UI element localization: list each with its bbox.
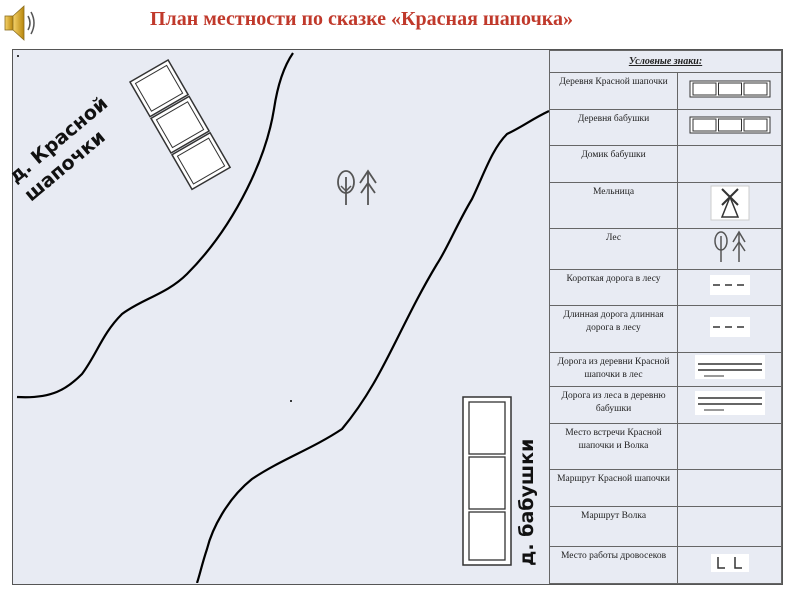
legend-row: Длинная дорога длинная дорога в лесу bbox=[548, 305, 782, 353]
river-right-bank bbox=[195, 110, 549, 583]
forest-icon bbox=[337, 169, 377, 205]
river-left-bank bbox=[16, 52, 294, 399]
legend-panel: Условные знаки: Деревня Красной шапочки … bbox=[548, 49, 783, 585]
legend-row: Дорога из леса в деревню бабушки bbox=[548, 386, 782, 424]
forest-icon bbox=[713, 230, 746, 262]
double-road-icon bbox=[694, 390, 765, 415]
legend-table: Условные знаки: Деревня Красной шапочки … bbox=[548, 49, 782, 584]
legend-row: Домик бабушки bbox=[548, 145, 782, 183]
legend-row: Место встречи Красной шапочки и Волка bbox=[548, 422, 782, 471]
page-title: План местности по сказке «Красная шапочк… bbox=[150, 8, 574, 30]
dashed-road-icon bbox=[709, 275, 750, 296]
mill-icon bbox=[710, 185, 750, 221]
legend-row: Дорога из деревни Красной шапочки в лес bbox=[548, 351, 782, 388]
double-road-icon bbox=[694, 355, 765, 380]
legend-row: Короткая дорога в лесу bbox=[548, 268, 782, 307]
dashed-road-icon bbox=[709, 316, 750, 337]
legend-row: Деревня бабушки bbox=[548, 108, 782, 147]
houses-icon bbox=[689, 80, 771, 98]
village-grandma-houses bbox=[462, 396, 512, 566]
map-area bbox=[12, 49, 551, 585]
legend-row: Маршрут Красной шапочки bbox=[548, 469, 782, 507]
legend-header: Условные знаки: bbox=[549, 49, 782, 74]
legend-row: Маршрут Волка bbox=[548, 505, 782, 548]
village-red-houses bbox=[128, 58, 232, 191]
village-grandma-label: д. бабушки bbox=[516, 438, 538, 566]
legend-row: Деревня Красной шапочки bbox=[548, 72, 782, 110]
speaker-icon[interactable] bbox=[2, 2, 38, 44]
map-drawing bbox=[16, 52, 549, 583]
woodcutters-icon bbox=[710, 553, 749, 572]
legend-row: Мельница bbox=[548, 181, 782, 230]
legend-row: Место работы дровосеков bbox=[548, 546, 782, 584]
houses-icon bbox=[689, 116, 771, 134]
legend-row: Лес bbox=[548, 228, 782, 270]
